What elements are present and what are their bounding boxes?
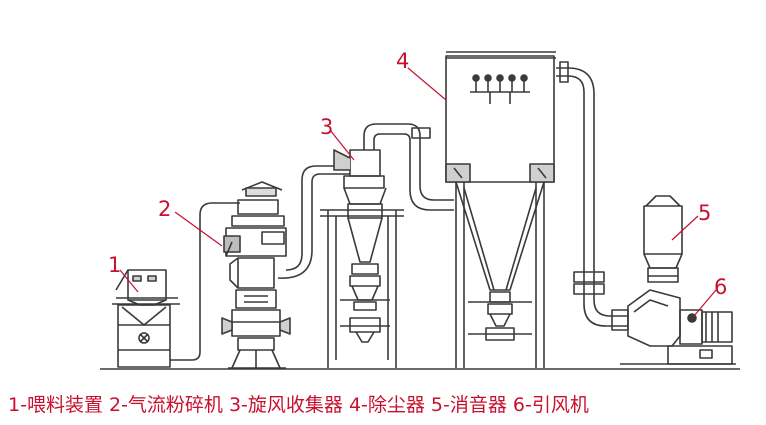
cyclone-outlet-pipe bbox=[363, 123, 454, 201]
callout-5: 5 bbox=[698, 201, 711, 225]
callout-6: 6 bbox=[714, 275, 727, 299]
cyclone-collector bbox=[320, 149, 404, 368]
dust-collector bbox=[445, 51, 556, 368]
callout-3: 3 bbox=[320, 115, 333, 139]
feeder-unit bbox=[112, 269, 180, 368]
callout-2: 2 bbox=[158, 197, 171, 221]
induced-draft-fan bbox=[611, 289, 736, 365]
jet-mill bbox=[221, 181, 291, 369]
silencer bbox=[643, 195, 683, 283]
feed-pipe bbox=[170, 202, 240, 361]
callout-numbers: 1 2 3 4 5 6 bbox=[108, 49, 727, 299]
exhaust-pipe bbox=[556, 67, 628, 317]
mill-outlet-pipe bbox=[285, 165, 350, 271]
legend-caption: 1-喂料装置 2-气流粉碎机 3-旋风收集器 4-除尘器 5-消音器 6-引风机 bbox=[8, 394, 589, 416]
callout-1: 1 bbox=[108, 253, 121, 277]
leader-lines bbox=[119, 67, 717, 317]
callout-4: 4 bbox=[396, 49, 409, 73]
